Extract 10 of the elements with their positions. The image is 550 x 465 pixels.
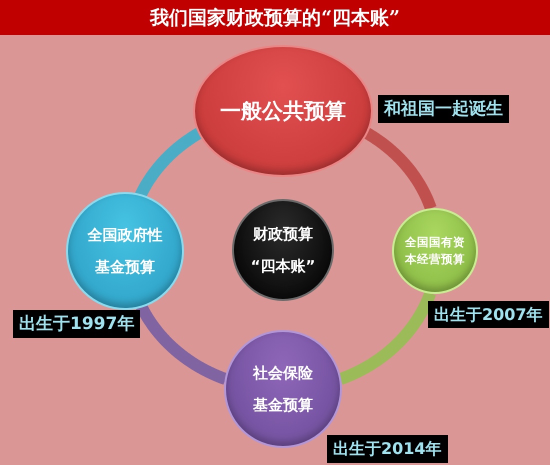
node-label: 全国国有资本经营预算 (404, 234, 466, 268)
title: 我们国家财政预算的“四本账” (150, 6, 400, 30)
node-label: 财政预算“四本账” (250, 224, 316, 277)
caption-tag: 出生于2014年 (327, 435, 448, 463)
node-label: 全国政府性基金预算 (86, 225, 164, 278)
caption-tag: 出生于1997年 (13, 310, 140, 338)
node-label: 社会保险基金预算 (252, 363, 314, 416)
caption-tag: 和祖国一起诞生 (378, 95, 509, 123)
node-label: 一般公共预算 (219, 98, 347, 124)
caption-tag: 出生于2007年 (428, 301, 549, 328)
